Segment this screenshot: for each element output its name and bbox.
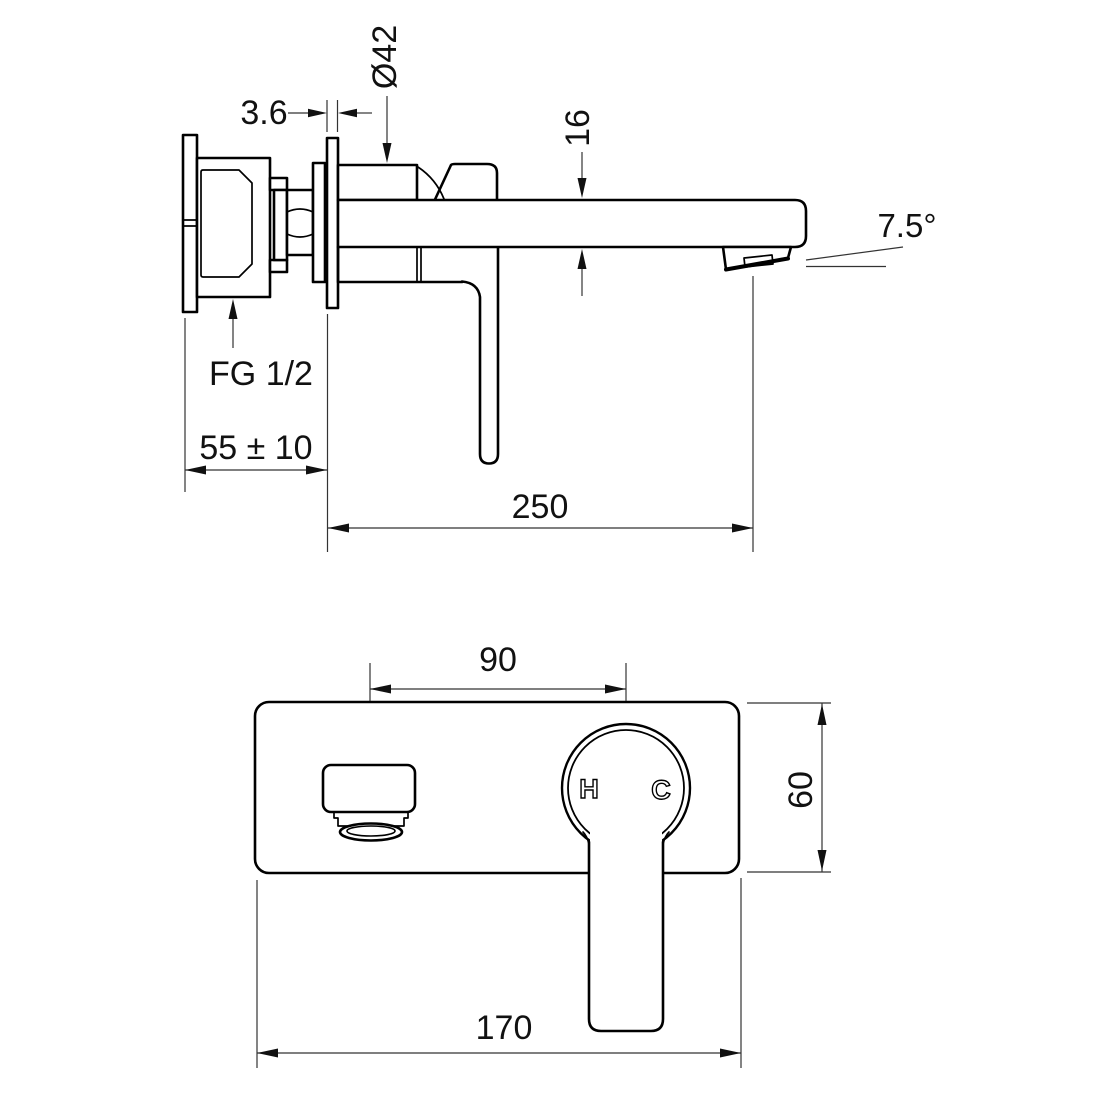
hex-nut-facet — [286, 233, 314, 238]
spout-front — [321, 763, 417, 814]
arrowhead — [577, 178, 587, 198]
dim-spout-to-handle-label: 90 — [479, 641, 517, 679]
dim-plate-width-label: 170 — [476, 1009, 533, 1047]
dim-plate-width: 170 — [256, 878, 742, 1068]
hot-indicator-label: H — [579, 774, 599, 804]
dim-spout-angle-label: 7.5° — [877, 207, 936, 244]
dim-spout-to-handle: 90 — [369, 641, 627, 701]
dim-wall-plate-thickness-label: 3.6 — [240, 94, 287, 132]
arrowhead — [257, 1048, 278, 1058]
connector-tab-top — [268, 176, 289, 192]
dim-spout-height-label: 16 — [559, 109, 597, 147]
connector-tab-bottom — [268, 258, 289, 274]
handle-lever-side — [460, 245, 500, 465]
dim-installation-depth-label: 55 ± 10 — [199, 429, 312, 467]
aerator-front-inner — [346, 825, 396, 837]
hex-nut-facet — [286, 208, 314, 213]
side-view: 3.6 Ø42 16 7.5° FG 1/2 — [181, 25, 937, 552]
arrowhead — [338, 108, 357, 118]
dim-installation-depth: 55 ± 10 — [184, 314, 329, 552]
handle-stem-flare-left — [582, 831, 590, 845]
aerator-inner-detail — [743, 254, 774, 268]
inwall-housing-inner — [200, 169, 253, 278]
arrowhead — [228, 299, 238, 319]
arrowhead — [382, 143, 392, 163]
arrowhead — [308, 108, 327, 118]
wall-trim-plate — [325, 136, 340, 310]
dim-inlet-connection: FG 1/2 — [209, 299, 313, 393]
cold-indicator-label: C — [651, 775, 671, 805]
spout-tube-side — [336, 198, 808, 249]
arrowhead — [577, 249, 587, 269]
hex-nut — [285, 188, 315, 257]
arrowhead — [605, 684, 626, 694]
dim-spout-reach: 250 — [328, 276, 754, 552]
arrowhead — [732, 523, 753, 533]
dim-inlet-connection-label: FG 1/2 — [209, 355, 313, 393]
inlet-flange-plate — [181, 133, 199, 314]
arrowhead — [185, 465, 206, 475]
arrowhead — [370, 684, 391, 694]
aerator-face-line — [724, 256, 790, 272]
arrowhead — [720, 1048, 741, 1058]
dim-spout-angle: 7.5° — [805, 207, 937, 268]
arrowhead — [328, 523, 349, 533]
handle-cap-side — [433, 162, 499, 201]
dim-spout-height: 16 — [559, 109, 597, 296]
escutcheon-ring — [311, 161, 327, 284]
connector-body — [272, 188, 289, 262]
front-view: H C 90 60 170 — [253, 641, 831, 1068]
arrowhead — [817, 850, 827, 871]
handle-stem-front — [587, 840, 665, 1033]
inwall-housing — [195, 156, 272, 299]
handle-stem-flare-right — [662, 831, 670, 845]
dim-wall-plate-thickness: 3.6 — [240, 94, 372, 132]
body-lower-band — [336, 245, 464, 284]
dim-plate-height: 60 — [747, 702, 831, 873]
dim-spout-reach-label: 250 — [512, 488, 569, 526]
handle-stem-fill — [590, 795, 662, 1031]
handle-pivot-arc — [417, 166, 445, 200]
dim-body-diameter-label: Ø42 — [366, 25, 404, 89]
arrowhead — [817, 704, 827, 725]
dim-body-diameter: Ø42 — [366, 25, 404, 163]
arrowhead — [306, 465, 327, 475]
dim-plate-height-label: 60 — [782, 771, 820, 809]
body-upper-band — [336, 163, 419, 202]
